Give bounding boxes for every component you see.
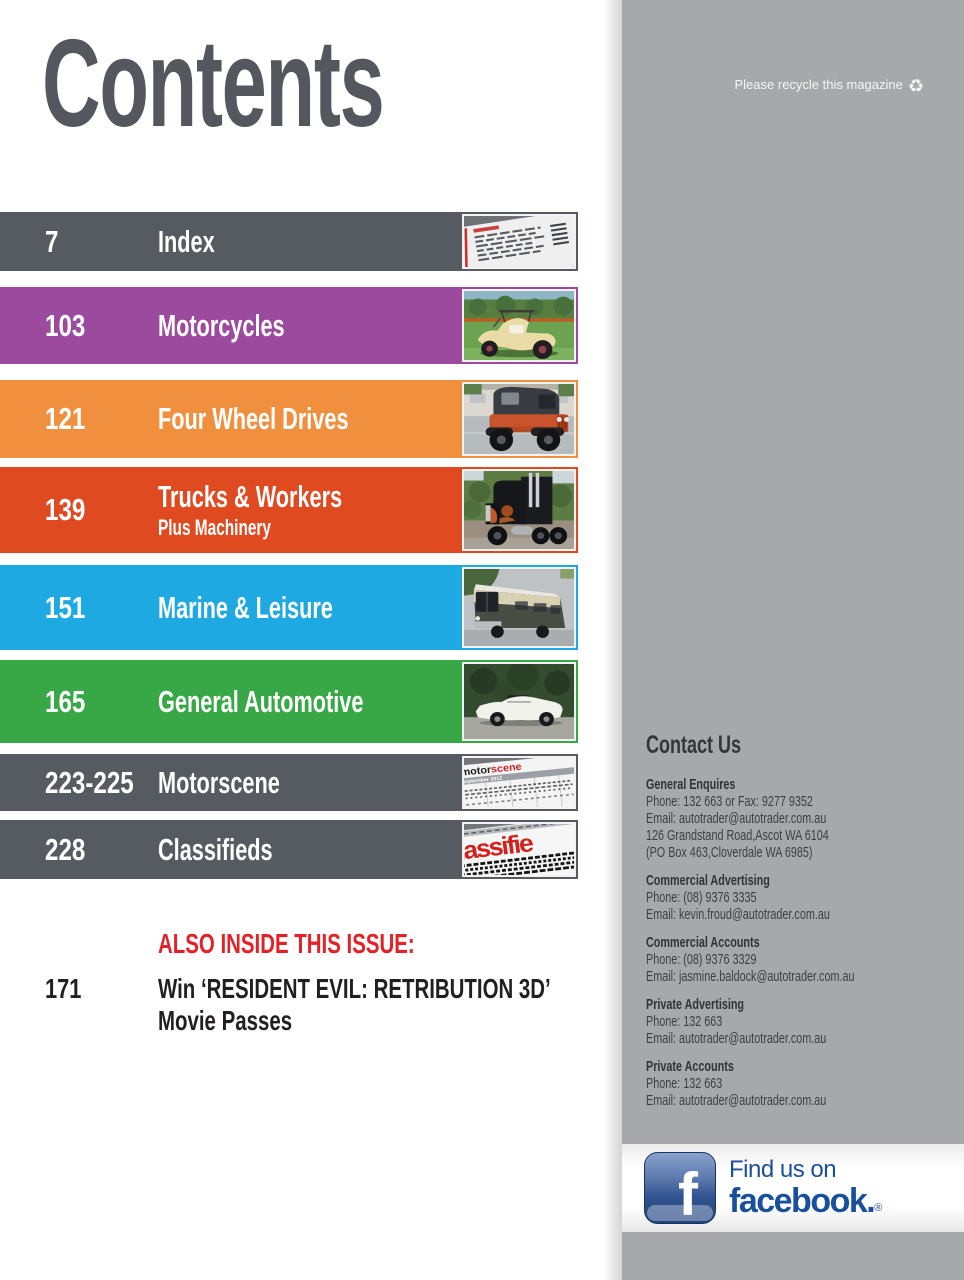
contact-group-title: Commercial Advertising bbox=[646, 871, 770, 889]
row-page-number: 165 bbox=[45, 683, 86, 719]
row-page-number: 121 bbox=[45, 401, 86, 436]
also-inside-heading: ALSO INSIDE THIS ISSUE: bbox=[158, 928, 415, 959]
contact-group-private-accounts: Private Accounts Phone: 132 663 Email: a… bbox=[646, 1058, 956, 1109]
facebook-banner-text: Find us on facebook.® bbox=[729, 1156, 883, 1220]
also-inside-line1: Win ‘RESIDENT EVIL: RETRIBUTION 3D’ bbox=[158, 973, 551, 1004]
contents-row-general-automotive[interactable]: 165 General Automotive bbox=[0, 660, 578, 743]
registered-mark: ® bbox=[874, 1202, 883, 1214]
contact-group-title: General Enquires bbox=[646, 775, 736, 793]
trucks-thumbnail bbox=[462, 469, 576, 551]
contents-row-four-wheel-drives[interactable]: 121 Four Wheel Drives bbox=[0, 380, 578, 458]
marine-leisure-thumbnail bbox=[462, 567, 576, 648]
contact-line: Email: kevin.froud@autotrader.com.au bbox=[646, 905, 830, 923]
row-page-number: 228 bbox=[45, 831, 86, 867]
contact-line: Email: autotrader@autotrader.com.au bbox=[646, 1029, 827, 1047]
sidebar: Please recycle this magazine♻ Contact Us… bbox=[622, 0, 964, 1280]
contact-line: Phone: 132 663 bbox=[646, 1012, 723, 1030]
also-inside-page-number: 171 bbox=[45, 973, 82, 1004]
contents-row-classifieds[interactable]: 228 Classifieds lassifie bbox=[0, 820, 578, 879]
row-label: General Automotive bbox=[158, 683, 364, 719]
contact-group-title: Private Accounts bbox=[646, 1057, 734, 1075]
recycle-icon: ♻ bbox=[907, 76, 924, 96]
facebook-banner[interactable]: f Find us on facebook.® bbox=[622, 1144, 964, 1232]
row-label: Trucks & Workers Plus Machinery bbox=[158, 479, 342, 541]
svg-text:f: f bbox=[678, 1161, 699, 1224]
svg-text:September 2012: September 2012 bbox=[464, 776, 503, 786]
contents-row-trucks-workers[interactable]: 139 Trucks & Workers Plus Machinery bbox=[0, 467, 578, 553]
contact-group-title: Private Advertising bbox=[646, 995, 745, 1013]
contact-group-private-advertising: Private Advertising Phone: 132 663 Email… bbox=[646, 996, 956, 1047]
contact-heading: Contact Us bbox=[646, 731, 742, 759]
row-label: Motorcycles bbox=[158, 307, 285, 343]
contact-group-title: Commercial Accounts bbox=[646, 933, 760, 951]
row-label: Marine & Leisure bbox=[158, 589, 333, 625]
contents-row-index[interactable]: 7 Index bbox=[0, 212, 578, 271]
also-inside-line2: Movie Passes bbox=[158, 1005, 293, 1036]
row-page-number: 7 bbox=[45, 223, 59, 259]
row-page-number: 223-225 bbox=[45, 764, 134, 800]
facebook-logo-icon: f bbox=[644, 1152, 716, 1224]
svg-text:motorscene: motorscene bbox=[464, 762, 522, 779]
row-label: Classifieds bbox=[158, 831, 273, 867]
contact-group-general-enquires: General Enquires Phone: 132 663 or Fax: … bbox=[646, 776, 956, 861]
four-wheel-drives-thumbnail bbox=[462, 382, 576, 456]
index-thumbnail bbox=[462, 214, 576, 269]
contact-section: Contact Us General Enquires Phone: 132 6… bbox=[646, 731, 956, 1120]
row-page-number: 151 bbox=[45, 589, 86, 625]
contact-line: (PO Box 463,Cloverdale WA 6985) bbox=[646, 843, 813, 861]
contact-group-commercial-accounts: Commercial Accounts Phone: (08) 9376 332… bbox=[646, 934, 956, 985]
row-label: Index bbox=[158, 223, 215, 259]
contact-line: Phone: (08) 9376 3335 bbox=[646, 888, 757, 906]
general-automotive-thumbnail bbox=[462, 662, 576, 741]
row-label-sub: Plus Machinery bbox=[158, 514, 271, 540]
row-label: Four Wheel Drives bbox=[158, 401, 349, 437]
row-label-main: Trucks & Workers bbox=[158, 478, 343, 514]
contact-line: Phone: 132 663 or Fax: 9277 9352 bbox=[646, 792, 813, 810]
contact-line: Phone: 132 663 bbox=[646, 1074, 723, 1092]
contents-row-marine-leisure[interactable]: 151 Marine & Leisure bbox=[0, 565, 578, 650]
recycle-note: Please recycle this magazine♻ bbox=[734, 76, 925, 96]
contents-row-motorscene[interactable]: 223-225 Motorscene motorscene September … bbox=[0, 754, 578, 811]
motorcycles-thumbnail bbox=[462, 289, 576, 362]
contact-line: 126 Grandstand Road,Ascot WA 6104 bbox=[646, 826, 829, 844]
contact-line: Email: autotrader@autotrader.com.au bbox=[646, 1091, 827, 1109]
contact-line: Phone: (08) 9376 3329 bbox=[646, 950, 757, 968]
motorscene-thumbnail: motorscene September 2012 bbox=[462, 756, 576, 809]
sidebar-shadow bbox=[604, 0, 622, 1280]
facebook-find-us-on: Find us on bbox=[729, 1156, 837, 1183]
row-label: Motorscene bbox=[158, 764, 280, 800]
row-page-number: 139 bbox=[45, 492, 86, 527]
facebook-wordmark: facebook.® bbox=[729, 1182, 883, 1220]
classifieds-thumbnail: lassifie bbox=[462, 822, 576, 877]
contact-line: Email: autotrader@autotrader.com.au bbox=[646, 809, 827, 827]
contact-group-commercial-advertising: Commercial Advertising Phone: (08) 9376 … bbox=[646, 872, 956, 923]
page-title: Contents bbox=[42, 15, 385, 153]
contents-row-motorcycles[interactable]: 103 Motorcycles bbox=[0, 287, 578, 364]
contact-line: Email: jasmine.baldock@autotrader.com.au bbox=[646, 967, 855, 985]
row-page-number: 103 bbox=[45, 307, 86, 343]
